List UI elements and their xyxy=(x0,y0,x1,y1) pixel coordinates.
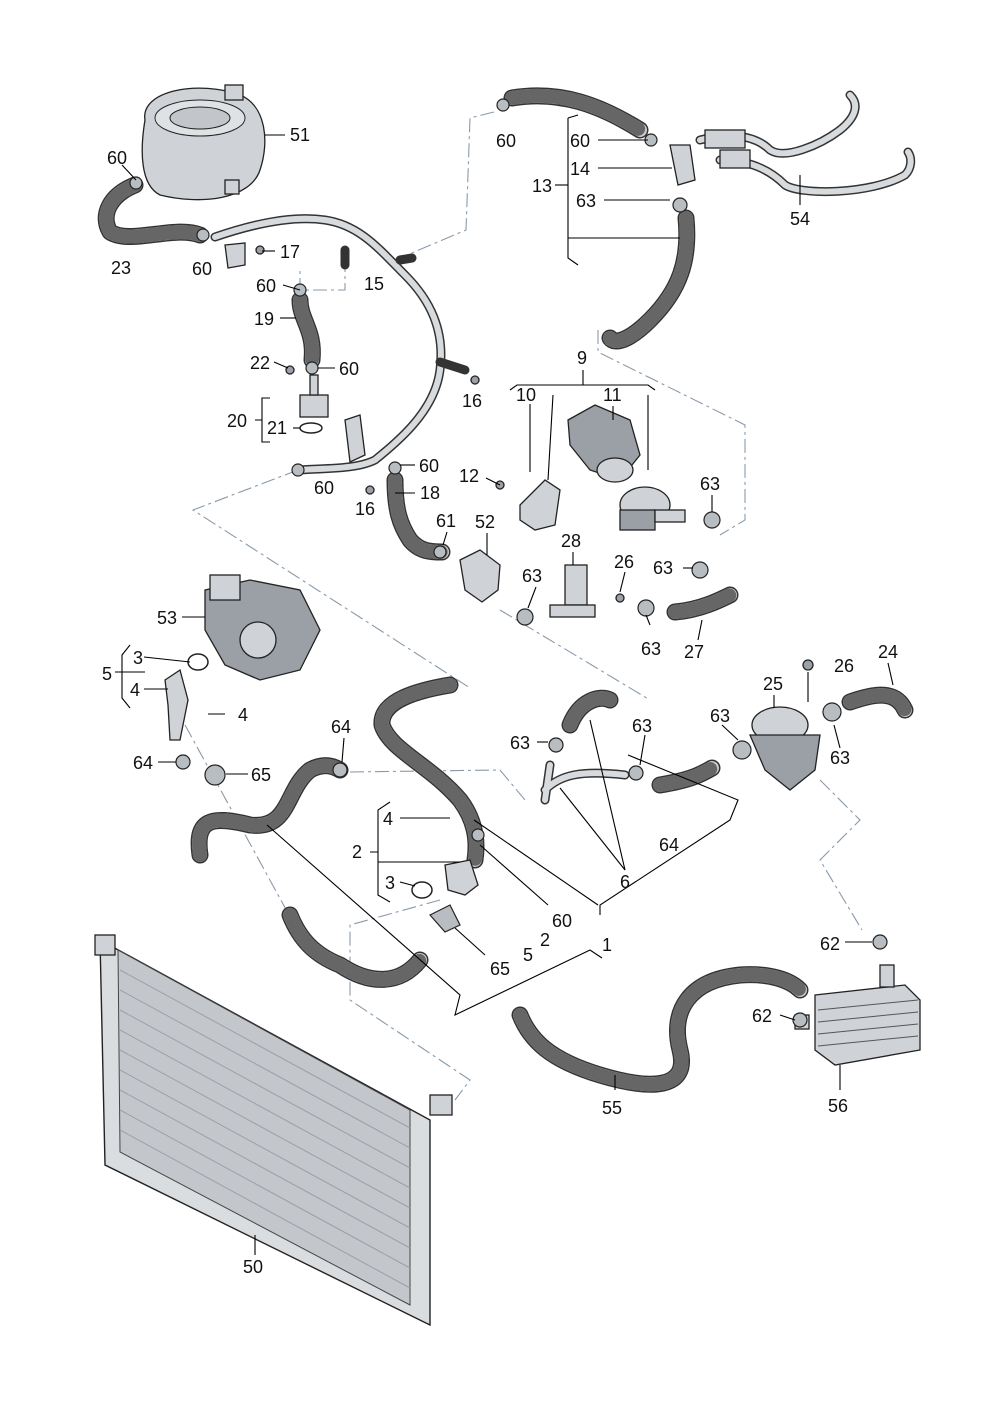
label-26: 26 xyxy=(614,552,634,572)
label-60: 60 xyxy=(570,131,590,151)
label-56: 56 xyxy=(828,1096,848,1116)
label-2: 2 xyxy=(352,842,362,862)
label-62: 62 xyxy=(820,934,840,954)
hose-lower-left xyxy=(190,757,349,864)
label-60: 60 xyxy=(314,478,334,498)
label-60: 60 xyxy=(339,359,359,379)
label-17: 17 xyxy=(280,242,300,262)
label-5: 5 xyxy=(523,945,533,965)
label-2: 2 xyxy=(540,930,550,950)
housing-52 xyxy=(459,549,501,603)
label-23: 23 xyxy=(111,258,131,278)
thermostat-2 xyxy=(411,859,479,933)
label-63: 63 xyxy=(576,191,596,211)
label-15: 15 xyxy=(364,274,384,294)
label-28: 28 xyxy=(561,531,581,551)
label-65: 65 xyxy=(251,765,271,785)
hose-55 xyxy=(511,966,809,1093)
label-21: 21 xyxy=(267,418,287,438)
hose-18 xyxy=(386,471,451,561)
label-19: 19 xyxy=(254,309,274,329)
label-3: 3 xyxy=(133,648,143,668)
label-60: 60 xyxy=(419,456,439,476)
leader-lines xyxy=(115,114,894,1255)
label-24: 24 xyxy=(878,642,898,662)
label-14: 14 xyxy=(570,159,590,179)
hose-center xyxy=(373,676,485,869)
pump-25 xyxy=(749,706,821,791)
label-13: 13 xyxy=(532,176,552,196)
hose-radiator-upper xyxy=(281,906,429,988)
label-52: 52 xyxy=(475,512,495,532)
hose-13 xyxy=(503,87,696,350)
label-4: 4 xyxy=(238,705,248,725)
callout-labels: 51 60 23 60 17 60 15 19 22 60 16 20 21 6… xyxy=(102,125,898,1277)
label-12: 12 xyxy=(459,466,479,486)
hose-24 xyxy=(841,686,914,719)
label-6: 6 xyxy=(620,872,630,892)
hose-6 xyxy=(540,689,630,805)
label-16: 16 xyxy=(462,391,482,411)
hose-27 xyxy=(666,586,739,621)
label-63: 63 xyxy=(641,639,661,659)
label-4: 4 xyxy=(383,809,393,829)
label-11: 11 xyxy=(603,385,622,405)
label-64: 64 xyxy=(331,717,351,737)
valve-28 xyxy=(549,564,596,618)
label-64: 64 xyxy=(659,835,679,855)
label-50: 50 xyxy=(243,1257,263,1277)
label-60: 60 xyxy=(552,911,572,931)
expansion-tank-51 xyxy=(141,84,266,201)
label-25: 25 xyxy=(763,674,783,694)
label-60: 60 xyxy=(192,259,212,279)
screws xyxy=(255,245,814,671)
hose-19 xyxy=(291,291,321,369)
pump-cover-11 xyxy=(567,404,641,483)
label-65: 65 xyxy=(490,959,510,979)
label-4: 4 xyxy=(130,680,140,700)
label-22: 22 xyxy=(250,353,270,373)
label-63: 63 xyxy=(632,716,652,736)
sensor-20 xyxy=(299,374,329,434)
label-3: 3 xyxy=(385,873,395,893)
label-63: 63 xyxy=(522,566,542,586)
label-9: 9 xyxy=(577,348,587,368)
clamps xyxy=(129,98,888,1028)
label-51: 51 xyxy=(290,125,310,145)
label-63: 63 xyxy=(653,558,673,578)
radiator-50 xyxy=(94,934,453,1327)
label-16: 16 xyxy=(355,499,375,519)
label-5: 5 xyxy=(102,664,112,684)
label-61: 61 xyxy=(436,511,456,531)
pipes-54 xyxy=(695,90,916,197)
label-53: 53 xyxy=(157,608,177,628)
housing-53 xyxy=(204,574,321,681)
label-60: 60 xyxy=(496,131,516,151)
label-63: 63 xyxy=(830,748,850,768)
bracket-10 xyxy=(519,479,561,531)
label-63: 63 xyxy=(710,706,730,726)
label-63: 63 xyxy=(510,733,530,753)
hose-23 xyxy=(97,176,209,246)
pump-9 xyxy=(619,486,686,531)
label-55: 55 xyxy=(602,1098,622,1118)
label-54: 54 xyxy=(790,209,810,229)
coolant-pipe-15 xyxy=(210,214,470,475)
oil-cooler-56 xyxy=(794,964,921,1066)
label-20: 20 xyxy=(227,411,247,431)
label-63: 63 xyxy=(700,474,720,494)
label-1: 1 xyxy=(602,935,612,955)
label-64: 64 xyxy=(133,753,153,773)
label-62: 62 xyxy=(752,1006,772,1026)
label-26: 26 xyxy=(834,656,854,676)
hose-64 xyxy=(651,759,721,794)
label-60: 60 xyxy=(256,276,276,296)
label-60: 60 xyxy=(107,148,127,168)
label-18: 18 xyxy=(420,483,440,503)
label-10: 10 xyxy=(516,385,536,405)
label-27: 27 xyxy=(684,642,704,662)
